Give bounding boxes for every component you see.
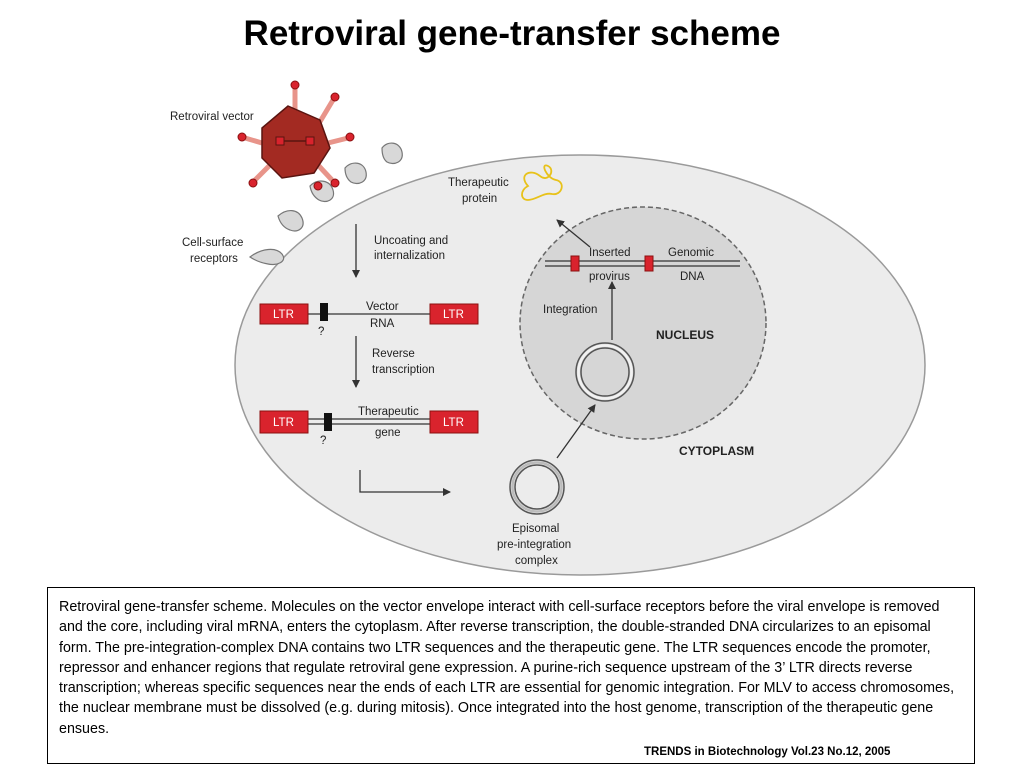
nucleus-label: NUCLEUS xyxy=(656,328,714,342)
ltr-box xyxy=(570,255,580,272)
vector-rna xyxy=(259,303,479,325)
complex-label: complex xyxy=(515,555,558,567)
reverse-label: Reverse xyxy=(372,348,415,360)
ltr-label: LTR xyxy=(443,309,464,321)
nucleus xyxy=(519,206,767,440)
gene-label: gene xyxy=(375,427,401,439)
rna-label: RNA xyxy=(370,318,395,330)
uncoating-label: Uncoating and xyxy=(374,235,448,247)
question-label: ? xyxy=(318,326,324,338)
ltr-box xyxy=(429,303,479,325)
cytoplasm-label: CYTOPLASM xyxy=(679,444,754,458)
ltr-box xyxy=(644,255,654,272)
integration-label: Integration xyxy=(543,304,597,316)
genomic-label: Genomic xyxy=(668,247,714,259)
page-title: Retroviral gene-transfer scheme xyxy=(243,14,781,53)
retroviral-vector-label: Retroviral vector xyxy=(170,111,254,123)
genomic-dna xyxy=(545,255,740,272)
packaging-signal xyxy=(324,413,332,431)
retroviral-vector xyxy=(237,80,355,191)
receptors-label: receptors xyxy=(190,253,238,265)
therapeutic-gene-dna xyxy=(259,410,479,434)
therapeutic-protein xyxy=(521,164,563,201)
pre-integration-label: pre-integration xyxy=(497,539,571,551)
transcription-label: transcription xyxy=(372,364,435,376)
nuclear-circle-dna xyxy=(575,342,635,402)
therapeutic-label: Therapeutic xyxy=(358,406,419,418)
ltr-label: LTR xyxy=(273,309,294,321)
citation: TRENDS in Biotechnology Vol.23 No.12, 20… xyxy=(644,746,891,758)
inserted-label: Inserted xyxy=(589,247,631,259)
ltr-label: LTR xyxy=(443,417,464,429)
cell-surface-receptors xyxy=(248,142,403,266)
cell-surface-label: Cell-surface xyxy=(182,237,243,249)
vector-label: Vector xyxy=(366,301,399,313)
internalization-label: internalization xyxy=(374,250,445,262)
dna-label: DNA xyxy=(680,271,705,283)
ltr-label: LTR xyxy=(273,417,294,429)
ltr-box xyxy=(259,303,309,325)
question-label: ? xyxy=(320,435,326,447)
therapeutic-protein-label: Therapeutic xyxy=(448,177,509,189)
episomal-complex xyxy=(509,459,565,515)
retroviral-scheme-diagram: Retroviral vector Cell-surface receptors… xyxy=(170,80,926,576)
provirus-label: provirus xyxy=(589,271,630,283)
ltr-box xyxy=(429,410,479,434)
protein-label: protein xyxy=(462,193,497,205)
ltr-box xyxy=(259,410,309,434)
figure-caption: Retroviral gene-transfer scheme. Molecul… xyxy=(47,587,975,764)
packaging-signal xyxy=(320,303,328,321)
episomal-label: Episomal xyxy=(512,523,559,535)
